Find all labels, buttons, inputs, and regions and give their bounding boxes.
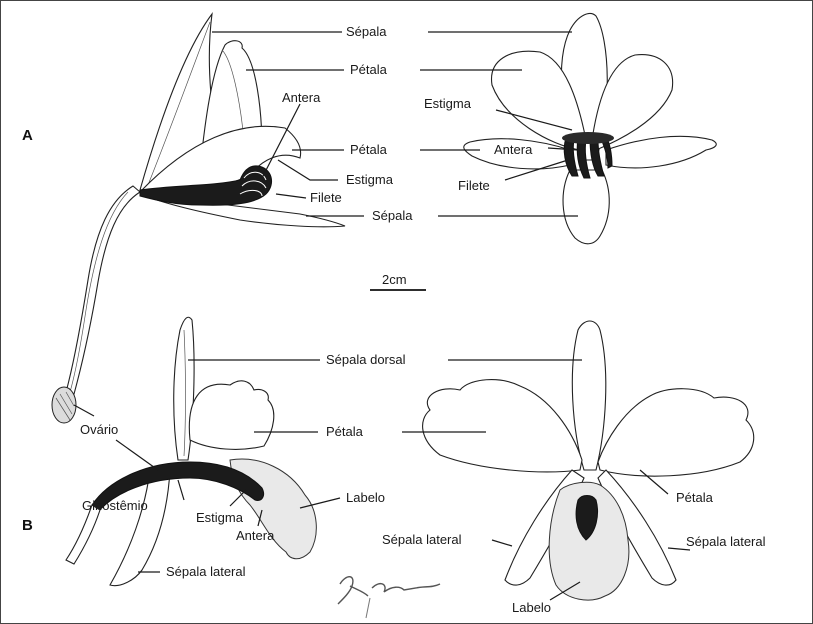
label-antera-left: Antera — [282, 90, 321, 105]
panel-a-front-flower — [464, 14, 716, 244]
label-petala-mid: Pétala — [350, 142, 388, 157]
petala-front-b-left — [423, 380, 582, 472]
panel-b-side-flower — [66, 317, 316, 585]
panel-b-letter: B — [22, 517, 33, 534]
label-sepala-lateral-mid: Sépala lateral — [382, 532, 462, 547]
label-antera-b: Antera — [236, 528, 275, 543]
sepala-front-bottom — [563, 170, 609, 244]
petala-front-right — [606, 136, 716, 168]
label-sepala-top: Sépala — [346, 24, 387, 39]
artist-signature — [338, 577, 440, 618]
label-ginostemio: Ginostêmio — [82, 498, 148, 513]
label-estigma-left: Estigma — [346, 172, 394, 187]
panel-a-letter: A — [22, 127, 33, 144]
label-sepala-bottom: Sépala — [372, 208, 413, 223]
pedicel-b — [66, 505, 100, 564]
label-sepala-dorsal: Sépala dorsal — [326, 352, 406, 367]
label-ovario: Ovário — [80, 422, 118, 437]
ovary-bulb-a — [52, 387, 76, 423]
label-labelo-left: Labelo — [346, 490, 385, 505]
label-labelo-bottom: Labelo — [512, 600, 551, 615]
label-petala-right: Pétala — [676, 490, 714, 505]
label-filete-left: Filete — [310, 190, 342, 205]
label-antera-right: Antera — [494, 142, 533, 157]
panel-b-front-flower — [423, 321, 754, 600]
label-petala-b: Pétala — [326, 424, 364, 439]
label-estigma-b: Estigma — [196, 510, 244, 525]
petala-side-b — [189, 381, 273, 450]
label-sepala-lateral-right: Sépala lateral — [686, 534, 766, 549]
label-sepala-lateral-left: Sépala lateral — [166, 564, 246, 579]
scale-label: 2cm — [382, 272, 407, 287]
panel-a-side-flower — [52, 14, 345, 423]
label-filete-right: Filete — [458, 178, 490, 193]
label-petala-top: Pétala — [350, 62, 388, 77]
label-estigma-right: Estigma — [424, 96, 472, 111]
petala-front-b-right — [598, 389, 754, 476]
